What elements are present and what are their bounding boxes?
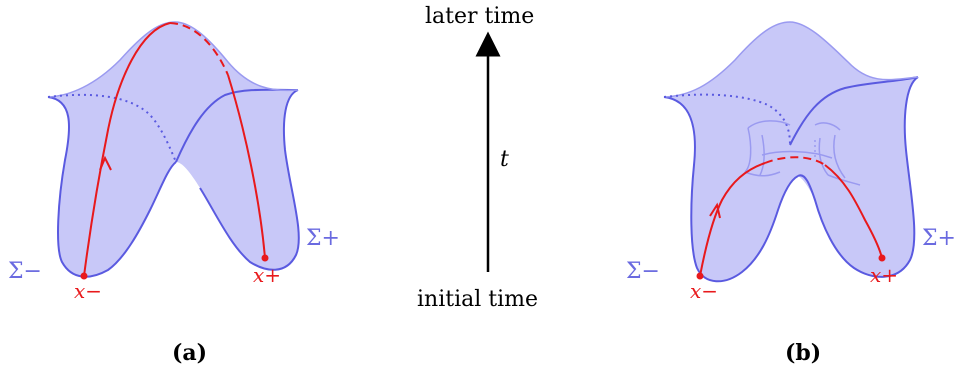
panel-b-point-minus: x− xyxy=(690,279,718,303)
panel-b-boundary-right xyxy=(797,76,919,278)
panel-b-worldline-hidden xyxy=(764,156,826,166)
panel-a-worldline-front xyxy=(227,74,266,259)
panel-a-sigma-minus: Σ− xyxy=(8,259,42,284)
panel-a-boundary-right xyxy=(199,89,300,271)
panel-b-worldline xyxy=(699,162,766,277)
time-axis-bottom-label: initial time xyxy=(417,287,538,312)
panel-a-point-plus: x+ xyxy=(253,263,281,287)
panel-b-sigma-minus: Σ− xyxy=(626,259,660,284)
panel-b: Σ− Σ+ x− x+ (b) xyxy=(626,21,956,366)
panel-b-point-plus-marker xyxy=(878,254,886,262)
panel-a-point-minus-marker xyxy=(80,272,88,280)
panel-a-point-minus: x− xyxy=(74,279,102,303)
panel-a: Σ− Σ+ x− x+ (a) xyxy=(8,21,340,366)
panel-b-caption: (b) xyxy=(785,340,821,366)
panel-a-worldline xyxy=(83,22,171,277)
panel-a-top-ridge xyxy=(47,21,299,98)
panel-a-worldline-hidden xyxy=(169,22,229,76)
panel-b-sigma-plus: Σ+ xyxy=(922,226,956,251)
time-axis-variable: t xyxy=(500,147,509,172)
panel-a-point-plus-marker xyxy=(261,254,269,262)
panel-a-sigma-plus: Σ+ xyxy=(306,226,340,251)
panel-b-back-edge xyxy=(789,76,919,146)
panel-a-hidden-edge xyxy=(47,93,177,163)
panel-b-wormhole xyxy=(744,120,861,186)
panel-a-caption: (a) xyxy=(172,340,207,366)
time-axis-top-label: later time xyxy=(425,4,534,29)
panel-b-worldline-front xyxy=(824,164,883,259)
panel-b-boundary-left xyxy=(663,96,799,283)
panel-b-point-minus-marker xyxy=(696,272,704,280)
time-axis: later time t initial time xyxy=(417,4,538,312)
panel-a-surface xyxy=(48,22,299,277)
panel-a-boundary-left xyxy=(47,96,177,278)
panel-b-direction-arrow xyxy=(709,202,721,219)
panel-b-top-ridge xyxy=(663,21,919,98)
panel-b-point-plus: x+ xyxy=(870,263,898,287)
panel-a-direction-arrow xyxy=(99,155,112,171)
